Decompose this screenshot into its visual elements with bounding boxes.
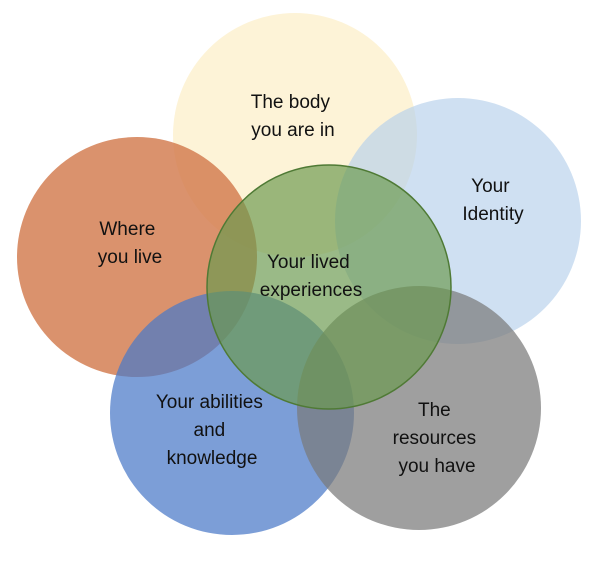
label-where: Where you live (98, 219, 162, 268)
label-resources-line2: resources (393, 428, 476, 449)
label-abilities: Your abilities and knowledge (156, 392, 268, 469)
label-resources: The resources you have (393, 400, 482, 477)
label-identity-line1: Your (471, 176, 510, 197)
circle-your-lived-experiences: Your lived experiences (206, 164, 452, 410)
label-center-line1: Your lived (267, 252, 350, 273)
label-center-line2: experiences (260, 280, 362, 301)
label-identity-line2: Identity (462, 204, 524, 225)
label-body-line1: The body (251, 92, 331, 113)
label-resources-line1: The (418, 400, 451, 421)
label-body: The body you are in (251, 92, 336, 141)
label-identity: Your Identity (462, 176, 524, 225)
label-where-line2: you live (98, 247, 162, 268)
label-resources-line3: you have (398, 456, 475, 477)
label-abilities-line2: and (194, 420, 226, 441)
label-abilities-line1: Your abilities (156, 392, 263, 413)
label-center: Your lived experiences (260, 252, 362, 301)
circle-shape-center (206, 164, 452, 410)
label-abilities-line3: knowledge (167, 448, 258, 469)
label-body-line2: you are in (251, 120, 334, 141)
label-where-line1: Where (99, 219, 155, 240)
